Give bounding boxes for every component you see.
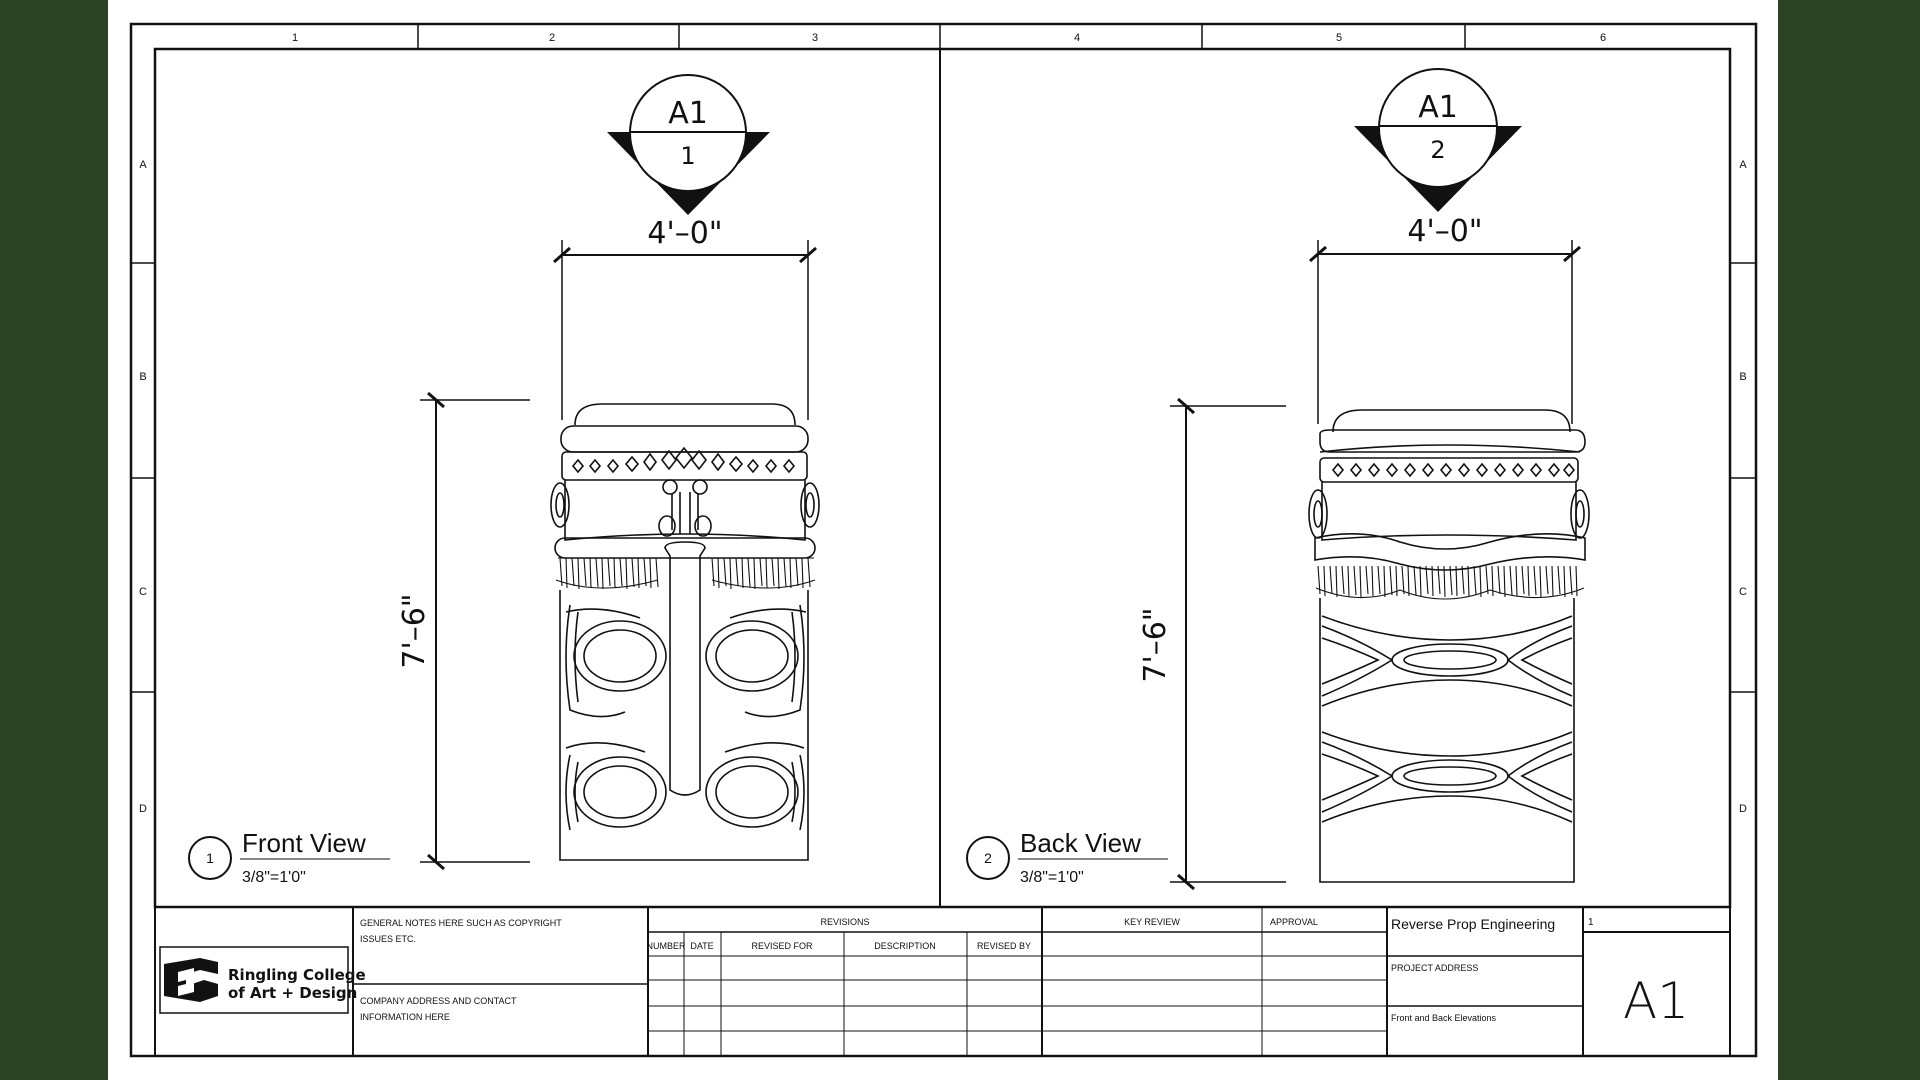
project-name: Reverse Prop Engineering <box>1391 916 1555 932</box>
section-callout[interactable]: A1 1 <box>607 74 770 215</box>
width-dim-label: 4'–0" <box>1407 214 1482 249</box>
col-label: 2 <box>549 32 555 44</box>
fringe <box>1315 565 1585 600</box>
revision-col-date: DATE <box>690 941 713 951</box>
sheet-description: Front and Back Elevations <box>1391 1013 1497 1023</box>
back-view: A1 2 4'–0" 7'–6" <box>966 68 1590 891</box>
height-dimension: 7'–6" <box>397 391 530 871</box>
row-label: C <box>139 586 147 598</box>
company-address-line1: COMPANY ADDRESS AND CONTACT <box>360 996 517 1006</box>
col-label: 5 <box>1336 32 1342 44</box>
view-title: Back View <box>1020 828 1141 858</box>
col-label: 3 <box>812 32 818 44</box>
diamond-row <box>1331 462 1576 478</box>
project-address: PROJECT ADDRESS <box>1391 963 1478 973</box>
row-label: B <box>1739 371 1746 383</box>
callout-sheet: A1 <box>668 96 708 131</box>
sheet-index: 1 <box>1588 917 1594 928</box>
logo: Ringling College of Art + Design <box>159 946 366 1014</box>
view-number: 2 <box>984 850 992 866</box>
view-title: Front View <box>242 828 366 858</box>
row-label: B <box>139 371 146 383</box>
title-block: Ringling College of Art + Design GENERAL… <box>159 907 1730 1056</box>
callout-circle <box>1378 68 1498 188</box>
col-label: 4 <box>1074 32 1080 44</box>
col-label: 6 <box>1600 32 1606 44</box>
general-notes-line1: GENERAL NOTES HERE SUCH AS COPYRIGHT <box>360 918 562 928</box>
revision-col-revised-by: REVISED BY <box>977 941 1031 951</box>
row-label: A <box>1739 159 1747 171</box>
row-label: A <box>139 159 147 171</box>
width-dimension: 4'–0" <box>1309 214 1581 424</box>
sheet-number: A1 <box>1623 972 1689 1030</box>
callout-number: 1 <box>680 142 695 170</box>
revision-col-number: NUMBER <box>646 941 686 951</box>
section-callout[interactable]: A1 2 <box>1354 68 1522 212</box>
front-view: A1 1 4'–0" 7'–6" <box>188 74 820 886</box>
callout-number: 2 <box>1430 136 1445 164</box>
row-label: D <box>1739 803 1747 815</box>
view-scale: 3/8"=1'0" <box>1020 869 1084 886</box>
fringe <box>555 557 816 590</box>
height-dim-label: 7'–6" <box>1138 607 1173 682</box>
width-dim-label: 4'–0" <box>647 216 722 251</box>
row-label: C <box>1739 586 1747 598</box>
view-number: 1 <box>206 850 214 866</box>
height-dimension: 7'–6" <box>1138 397 1286 891</box>
company-address-line2: INFORMATION HERE <box>360 1012 450 1022</box>
approval-label: APPROVAL <box>1270 917 1318 927</box>
view-number-circle <box>966 836 1010 880</box>
revision-col-revised-for: REVISED FOR <box>751 941 813 951</box>
grid-markers: 1 2 3 4 5 6 A B C D A B C D <box>131 24 1756 815</box>
row-label: D <box>139 803 147 815</box>
logo-mark <box>164 958 218 1002</box>
view-label: 2 Back View 3/8"=1'0" <box>966 828 1168 886</box>
logo-line2: of Art + Design <box>228 984 357 1002</box>
revisions-title: REVISIONS <box>820 917 869 927</box>
logo-line1: Ringling College <box>228 966 366 984</box>
col-label: 1 <box>292 32 298 44</box>
logo-frame <box>159 946 349 1014</box>
view-label: 1 Front View 3/8"=1'0" <box>188 828 390 886</box>
width-dimension: 4'–0" <box>553 216 817 420</box>
height-dim-label: 7'–6" <box>397 593 432 668</box>
prop-front-drawing <box>550 403 820 861</box>
key-review-label: KEY REVIEW <box>1124 917 1180 927</box>
view-number-circle <box>188 836 232 880</box>
view-scale: 3/8"=1'0" <box>242 869 306 886</box>
prop-back-drawing <box>1308 409 1590 883</box>
revision-col-description: DESCRIPTION <box>874 941 936 951</box>
revisions-table: REVISIONS NUMBER DATE REVISED FOR DESCRI… <box>646 917 1387 1056</box>
general-notes-line2: ISSUES ETC. <box>360 934 416 944</box>
callout-sheet: A1 <box>1418 90 1458 125</box>
